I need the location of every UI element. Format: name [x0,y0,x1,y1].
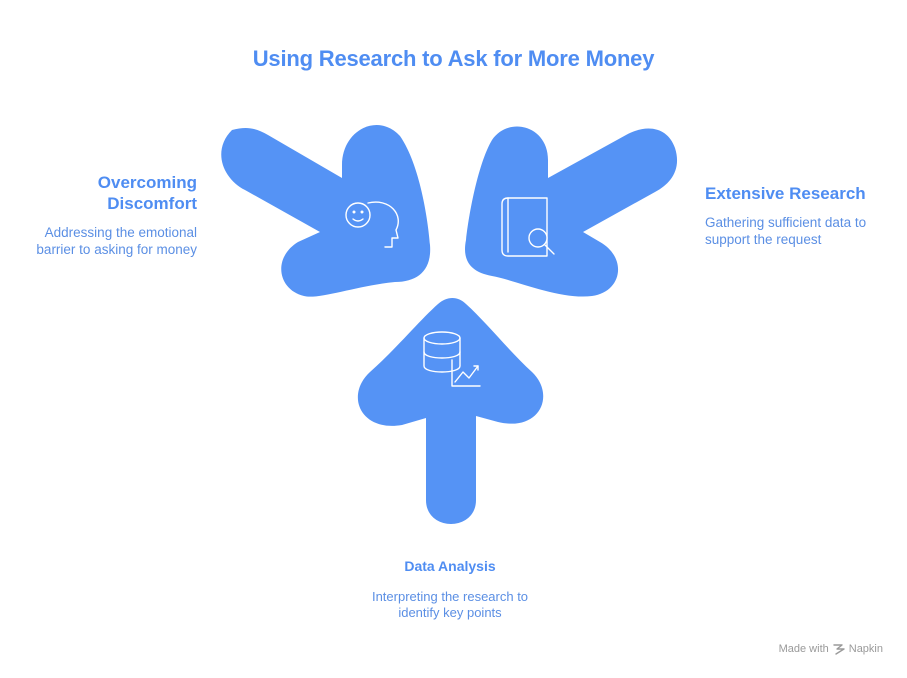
node-title-line1: Overcoming [97,173,197,192]
made-with-napkin-footer[interactable]: Made with Napkin [779,643,883,655]
node-description: Gathering sufficient data to support the… [705,214,895,248]
napkin-brand-text: Napkin [848,643,883,655]
made-with-text: Made with [778,643,829,655]
node-desc-line2: identify key points [398,605,502,620]
book-magnifier-icon [501,197,555,257]
node-title: Extensive Research [705,184,866,203]
diagram-title: Using Research to Ask for More Money [252,46,655,71]
node-data-analysis: Data Analysis Interpreting the research … [340,556,560,621]
node-extensive-research: Extensive Research Gathering sufficient … [705,183,895,248]
node-desc-line2: barrier to asking for money [36,242,197,257]
arrow-overcoming-discomfort [221,125,431,297]
node-desc-line2: support the request [705,232,822,247]
node-desc-line1: Gathering sufficient data to [705,215,867,230]
database-chart-icon [423,331,481,387]
person-smile-icon [345,201,399,248]
arrow-extensive-research [465,126,678,297]
node-overcoming-discomfort: Overcoming Discomfort Addressing the emo… [20,172,197,258]
node-desc-line1: Interpreting the research to [371,589,529,604]
napkin-logo-icon [833,643,845,655]
arrow-data-analysis [357,298,544,524]
node-title: Data Analysis [404,558,496,574]
arrow-shape-bottom [357,298,544,524]
node-title-line2: Discomfort [107,194,197,213]
node-desc-line1: Addressing the emotional [44,225,197,240]
node-description: Interpreting the research to identify ke… [340,589,560,621]
arrow-shape-right [465,126,678,297]
arrow-shape-left [221,125,431,297]
node-title: Overcoming Discomfort [20,172,197,214]
node-description: Addressing the emotional barrier to aski… [20,224,197,258]
